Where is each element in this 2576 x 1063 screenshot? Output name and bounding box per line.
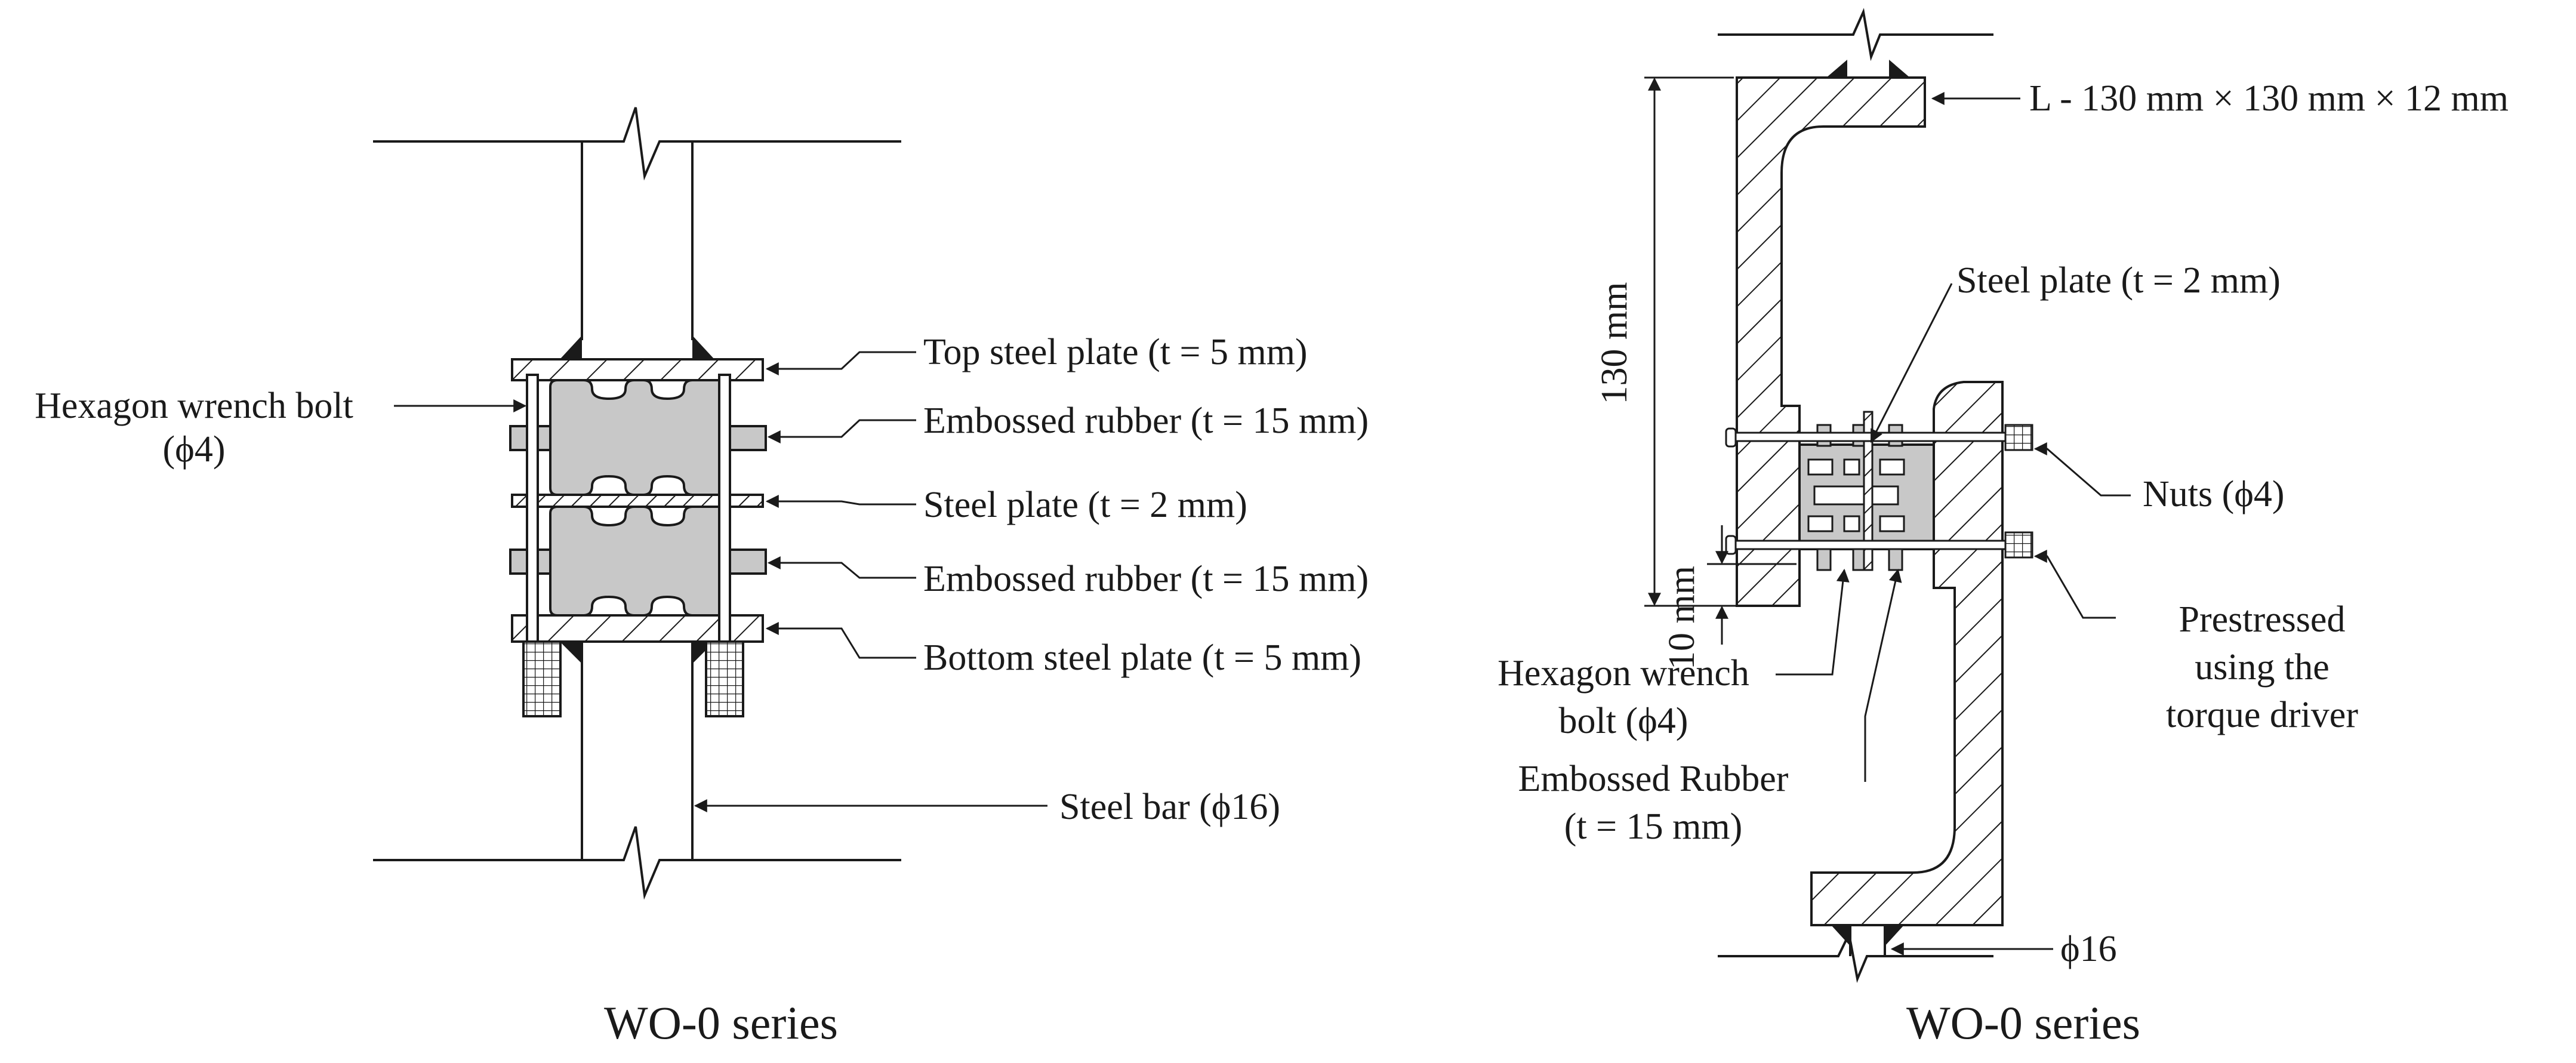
weld-bottom-left xyxy=(560,642,582,664)
hexagon-bolt-right xyxy=(705,374,744,717)
label-steel-bar: Steel bar (ϕ16) xyxy=(1059,787,1280,827)
label-right-rubber-line2: (t = 15 mm) xyxy=(1564,806,1742,847)
label-right-bolt-line2: bolt (ϕ4) xyxy=(1559,701,1688,741)
label-top-steel-plate: Top steel plate (t = 5 mm) xyxy=(923,332,1308,372)
right-bolt-lower xyxy=(1725,531,2033,559)
weld-top-left xyxy=(560,335,582,359)
left-isolator-detail: Top steel plate (t = 5 mm) Embossed rubb… xyxy=(35,107,1369,1049)
weld-lower-left xyxy=(1831,925,1850,946)
upper-slab-line xyxy=(1718,8,1993,61)
label-right-rubber-line1: Embossed Rubber xyxy=(1518,759,1789,799)
upper-angle-section xyxy=(1736,76,1926,608)
left-leader-lines xyxy=(394,351,1047,812)
label-prestressed-line1: Prestressed xyxy=(2179,599,2346,640)
right-middle-steel-plate xyxy=(1863,411,1874,571)
label-prestressed-line3: torque driver xyxy=(2166,695,2358,735)
label-prestressed-line2: using the xyxy=(2195,647,2330,688)
lower-embossed-rubber xyxy=(549,506,727,617)
rubber-bump-right-lower xyxy=(725,549,767,575)
label-dim-130mm: 130 mm xyxy=(1594,282,1635,405)
label-lower-embossed-rubber: Embossed rubber (t = 15 mm) xyxy=(923,559,1369,599)
weld-upper-right xyxy=(1889,60,1910,78)
label-hexagon-bolt-line2: (ϕ4) xyxy=(163,429,226,470)
label-middle-steel-plate: Steel plate (t = 2 mm) xyxy=(923,485,1247,525)
weld-top-right xyxy=(692,335,714,359)
label-right-steel-plate: Steel plate (t = 2 mm) xyxy=(1956,260,2281,301)
weld-upper-left xyxy=(1826,60,1847,78)
lower-slab-line xyxy=(1718,930,1993,983)
right-caption: WO-0 series xyxy=(1906,997,2140,1049)
left-caption: WO-0 series xyxy=(604,997,838,1049)
weld-lower-right xyxy=(1885,925,1904,946)
label-angle-section: L - 130 mm × 130 mm × 12 mm xyxy=(2029,78,2509,119)
right-leader-lines xyxy=(1776,92,2131,956)
label-bottom-steel-plate: Bottom steel plate (t = 5 mm) xyxy=(923,637,1361,678)
upper-embossed-rubber xyxy=(549,379,727,496)
label-dim-10mm: 10 mm xyxy=(1662,566,1702,670)
lower-beam-line xyxy=(373,826,901,900)
label-upper-embossed-rubber: Embossed rubber (t = 15 mm) xyxy=(923,400,1369,441)
rubber-bump-right-upper xyxy=(725,425,767,451)
lower-angle-section xyxy=(1810,381,2004,926)
label-bar-diameter: ϕ16 xyxy=(2060,929,2117,969)
right-isolator-section: 130 mm 10 mm L - 130 mm × 130 mm × 12 mm… xyxy=(1497,8,2509,1049)
dimension-10mm xyxy=(1707,525,1797,645)
upper-beam-line xyxy=(373,107,901,181)
hexagon-bolt-left xyxy=(522,374,562,717)
label-hexagon-bolt-line1: Hexagon wrench bolt xyxy=(35,386,353,426)
label-nuts: Nuts (ϕ4) xyxy=(2143,474,2285,514)
dimension-130mm xyxy=(1644,76,1734,607)
label-right-bolt-line1: Hexagon wrench xyxy=(1497,653,1749,694)
